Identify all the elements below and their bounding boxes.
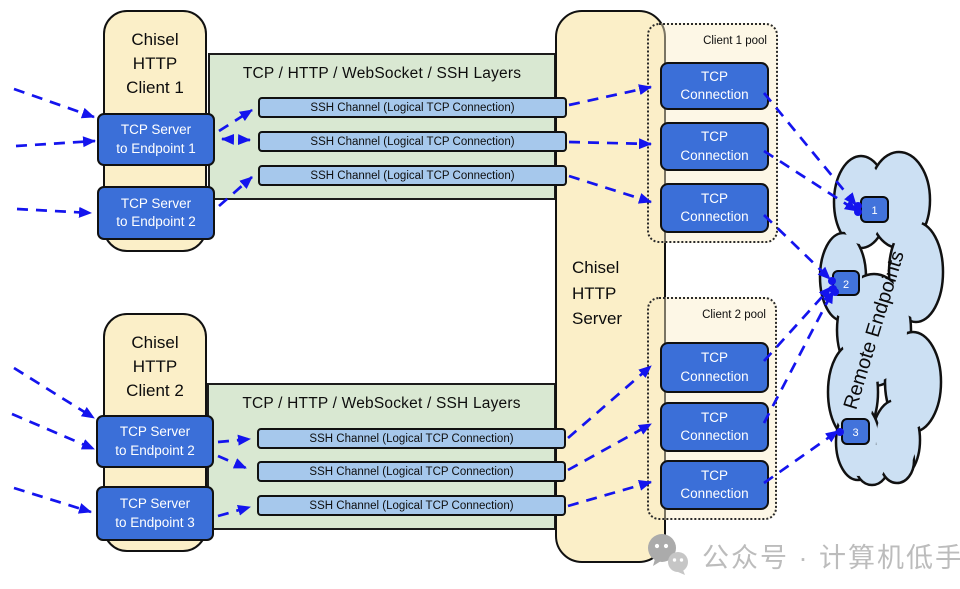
tcp-connection: TCP Connection (660, 122, 769, 171)
arrow-end-dots (828, 202, 862, 436)
dashed-arrow (11, 412, 95, 451)
svg-text:1: 1 (871, 205, 877, 217)
svg-text:2: 2 (843, 279, 849, 291)
tcp-server-endpoint3-box: TCP Server to Endpoint 3 (96, 486, 214, 541)
client-1-pool: Client 1 pool TCP Connection TCP Connect… (647, 23, 778, 243)
cloud-label: Remote Endpoints (840, 248, 909, 412)
ssh-channel-6: SSH Channel (Logical TCP Connection) (257, 495, 566, 516)
tcp-connection: TCP Connection (660, 342, 769, 393)
ssh-channel-3: SSH Channel (Logical TCP Connection) (258, 165, 567, 186)
tcp-connection: TCP Connection (660, 62, 769, 110)
dashed-arrow (13, 366, 95, 420)
watermark-text: 公众号 · 计算机低手 (702, 542, 960, 573)
client-2-pool-label: Client 2 pool (702, 309, 766, 321)
chisel-server-title: Chisel HTTP Server (572, 258, 623, 328)
dashed-arrow (16, 206, 92, 218)
watermark: 公众号 · 计算机低手 (645, 533, 960, 577)
dashed-arrow (13, 486, 92, 514)
chisel-client-2-title: Chisel HTTP Client 2 (126, 333, 184, 401)
client-1-pool-label: Client 1 pool (703, 35, 767, 47)
ssh-channel-5: SSH Channel (Logical TCP Connection) (257, 461, 566, 482)
dashed-arrow (13, 87, 95, 119)
dashed-arrow (15, 136, 96, 148)
endpoint-node-3: 3 (841, 418, 870, 445)
layers-band-1-title: TCP / HTTP / WebSocket / SSH Layers (242, 65, 522, 82)
tcp-connection: TCP Connection (660, 402, 769, 452)
ssh-channel-4: SSH Channel (Logical TCP Connection) (257, 428, 566, 449)
endpoint-node-2: 2 (832, 270, 860, 296)
client-2-pool: Client 2 pool TCP Connection TCP Connect… (647, 297, 777, 520)
tcp-connection: TCP Connection (660, 460, 769, 510)
wechat-icon (648, 534, 688, 575)
endpoint-node-1: 1 (860, 196, 889, 223)
ssh-channel-1: SSH Channel (Logical TCP Connection) (258, 97, 567, 118)
tcp-server-endpoint2b-box: TCP Server to Endpoint 2 (96, 415, 214, 468)
chisel-client-1-title: Chisel HTTP Client 1 (126, 30, 184, 98)
tcp-connection: TCP Connection (660, 183, 769, 233)
svg-text:3: 3 (852, 427, 858, 439)
tcp-server-endpoint1-box: TCP Server to Endpoint 1 (97, 113, 215, 166)
layers-band-2-title: TCP / HTTP / WebSocket / SSH Layers (242, 395, 521, 412)
ssh-channel-2: SSH Channel (Logical TCP Connection) (258, 131, 567, 152)
tcp-server-endpoint2-box: TCP Server to Endpoint 2 (97, 186, 215, 240)
remote-endpoints-cloud (818, 150, 945, 487)
